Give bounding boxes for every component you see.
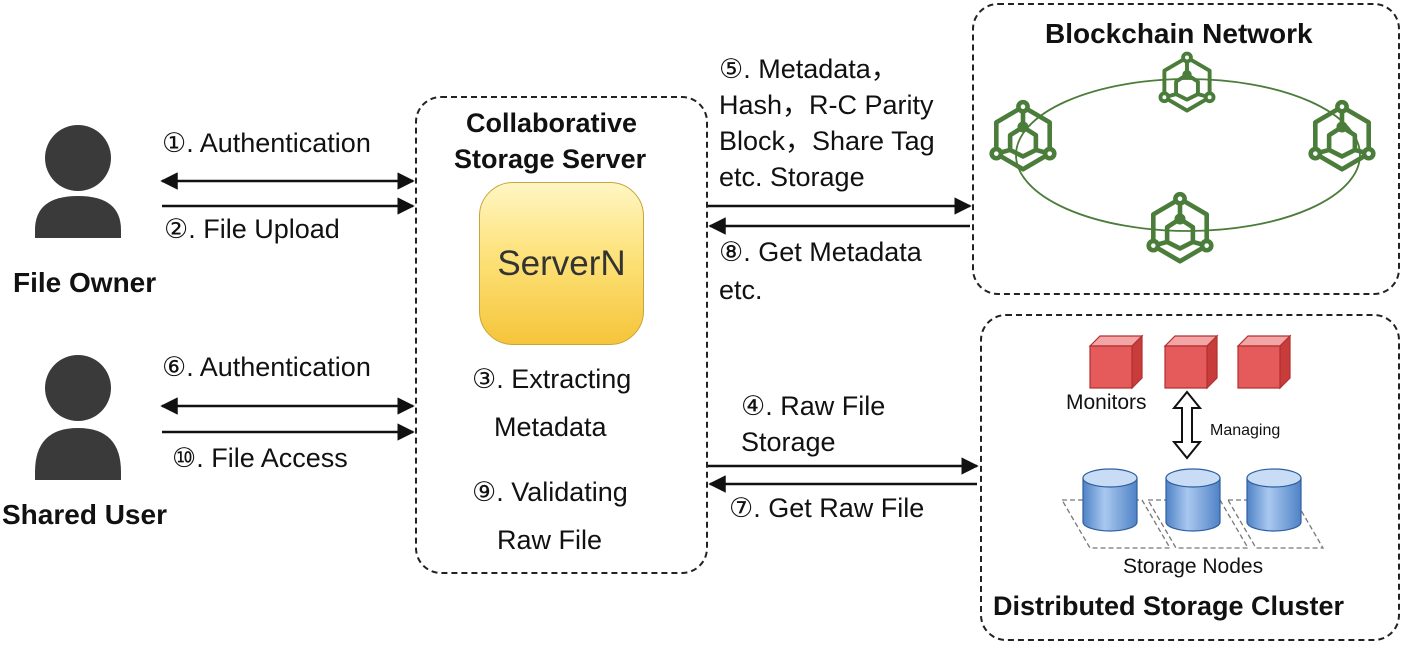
storage-node-cylinder-icon bbox=[1165, 468, 1221, 532]
blockchain-node-icon bbox=[1311, 102, 1374, 169]
step9-validating-line1: ⑨. Validating bbox=[472, 477, 628, 507]
managing-double-arrow bbox=[1171, 390, 1203, 460]
server-chip-label: ServerN bbox=[497, 243, 626, 283]
step4-line1: ④. Raw File bbox=[741, 391, 886, 421]
blockchain-ring bbox=[1015, 78, 1361, 232]
storage-node-platform bbox=[1060, 499, 1172, 549]
server-chip: ServerN bbox=[479, 182, 644, 345]
step5-line2: Hash，R-C Parity bbox=[719, 90, 934, 120]
server-title-line1: Collaborative bbox=[466, 108, 638, 138]
step3-extracting-line2: Metadata bbox=[494, 412, 607, 442]
step1-authentication-label: ①. Authentication bbox=[162, 128, 371, 158]
blockchain-node-icon bbox=[1149, 194, 1212, 261]
step10-file-access-label: ⑩. File Access bbox=[172, 443, 348, 473]
blockchain-node-icon bbox=[1158, 51, 1216, 113]
monitor-cube-icon bbox=[1088, 334, 1144, 390]
blockchain-network-box bbox=[972, 3, 1400, 295]
step9-validating-line2: Raw File bbox=[497, 525, 603, 555]
step5-line4: etc. Storage bbox=[719, 162, 865, 192]
blockchain-network-title: Blockchain Network bbox=[1045, 18, 1313, 49]
step8-line2: etc. bbox=[719, 275, 763, 305]
monitors-label: Monitors bbox=[1066, 391, 1147, 414]
storage-cluster-title: Distributed Storage Cluster bbox=[993, 591, 1345, 621]
step5-line1: ⑤. Metadata， bbox=[719, 54, 898, 84]
monitor-cube-icon bbox=[1236, 334, 1292, 390]
shared-user-label: Shared User bbox=[2, 499, 167, 530]
shared-user-icon bbox=[35, 355, 121, 480]
step2-file-upload-label: ②. File Upload bbox=[164, 214, 340, 244]
managing-label: Managing bbox=[1210, 422, 1281, 439]
step6-authentication-label: ⑥. Authentication bbox=[162, 352, 371, 382]
file-owner-label: File Owner bbox=[13, 267, 157, 298]
storage-node-cylinder-icon bbox=[1246, 468, 1302, 532]
monitor-cube-icon bbox=[1163, 334, 1219, 390]
collaborative-server-box bbox=[415, 96, 708, 574]
storage-cluster-box bbox=[980, 314, 1400, 641]
storage-nodes-label: Storage Nodes bbox=[1123, 555, 1264, 578]
step4-line2: Storage bbox=[741, 427, 836, 457]
file-owner-icon bbox=[35, 125, 121, 238]
step7-get-raw-file-label: ⑦. Get Raw File bbox=[729, 493, 925, 523]
step8-line1: ⑧. Get Metadata bbox=[719, 237, 922, 267]
step3-extracting-line1: ③. Extracting bbox=[472, 364, 632, 394]
step5-line3: Block，Share Tag bbox=[719, 126, 935, 156]
server-title-line2: Storage Server bbox=[454, 144, 647, 174]
storage-node-cylinder-icon bbox=[1082, 468, 1138, 532]
